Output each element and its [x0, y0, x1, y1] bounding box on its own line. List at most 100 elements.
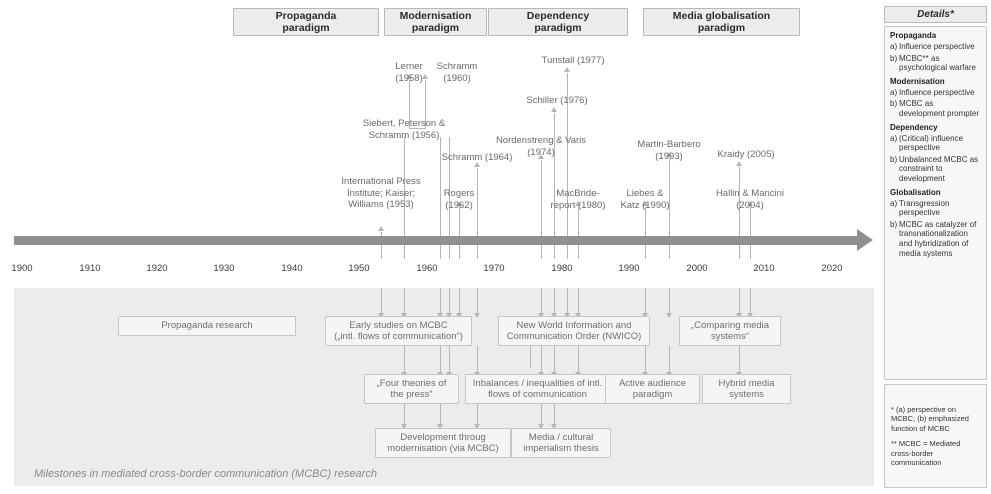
connector-line-12 [645, 207, 646, 259]
connector-arrow-up-8 [575, 201, 581, 206]
details-item-marker: b) [890, 154, 898, 164]
down-connector-arrow-7 [551, 313, 557, 318]
connector-arrow-up-6 [551, 107, 557, 112]
connector-line-4 [440, 137, 441, 259]
pass-through-arrow-12 [474, 424, 480, 429]
pass-through-line-13 [541, 404, 542, 424]
connector-line-6 [459, 207, 460, 259]
pass-through-line-5 [554, 346, 555, 372]
down-connector-arrow-11 [666, 313, 672, 318]
connector-line-15 [739, 167, 740, 259]
details-item-1-0: a)Influence perspective [890, 88, 981, 98]
connector-line-10 [567, 73, 568, 259]
paradigm-box-3: Media globalisation paradigm [643, 8, 800, 36]
paradigm-box-1: Modernisation paradigm [384, 8, 487, 36]
year-label-1950: 1950 [348, 263, 370, 274]
pass-through-line-11 [440, 404, 441, 424]
down-connector-arrow-10 [642, 313, 648, 318]
down-connector-line-10 [645, 288, 646, 313]
down-connector-line-5 [477, 288, 478, 313]
connector-arrow-up-12 [736, 161, 742, 166]
milestone-label-0: International Press Institute; Kaiser; W… [341, 176, 421, 210]
details-item-text: MCBC as catalyzer of transnationalizatio… [899, 219, 977, 258]
details-panel-footnotes: * (a) perspective on MCBC; (b) emphasize… [884, 384, 987, 488]
milestone-label-5: Schramm (1964) [441, 152, 513, 163]
down-connector-line-9 [578, 288, 579, 313]
timeline-axis-arrowhead [857, 229, 873, 251]
down-connector-arrow-13 [747, 313, 753, 318]
connector-arrow-up-11 [747, 201, 753, 206]
pass-through-line-8 [669, 346, 670, 372]
year-label-1980: 1980 [551, 263, 573, 274]
down-connector-arrow-2 [437, 313, 443, 318]
connector-line-9 [554, 113, 555, 259]
connector-line-3 [425, 80, 426, 128]
year-label-2020: 2020 [821, 263, 843, 274]
details-item-1-1: b)MCBC as development prompter [890, 99, 981, 118]
milestone-label-4: Rogers (1962) [443, 188, 475, 211]
milestone-label-12: Hallin & Mancini (2004) [715, 188, 785, 211]
down-connector-line-11 [669, 288, 670, 313]
down-connector-line-0 [381, 288, 382, 313]
pass-through-arrow-10 [401, 424, 407, 429]
details-group-title-3: Globalisation [890, 187, 941, 197]
details-item-text: MCBC** as psychological warfare [899, 53, 976, 73]
down-connector-arrow-6 [538, 313, 544, 318]
concept-box-5: Inbalances / inequalities of intl. flows… [465, 374, 610, 404]
connector-arrow-up-3 [456, 201, 462, 206]
year-label-1990: 1990 [618, 263, 640, 274]
pass-through-line-1 [440, 346, 441, 372]
down-connector-line-1 [404, 288, 405, 313]
paradigm-box-0: Propaganda paradigm [233, 8, 379, 36]
pass-through-line-4 [541, 346, 542, 372]
pass-through-line-2 [449, 346, 450, 372]
milestone-label-9: MacBride- report (1980) [550, 188, 606, 211]
concept-box-7: Hybrid media systems [702, 374, 791, 404]
down-connector-arrow-8 [564, 313, 570, 318]
connector-arrow-up-5 [538, 154, 544, 159]
pass-through-line-3 [477, 346, 478, 372]
down-connector-line-2 [440, 288, 441, 313]
down-connector-arrow-3 [446, 313, 452, 318]
pass-through-line-14 [554, 404, 555, 424]
milestone-label-7: Schiller (1976) [526, 95, 588, 106]
details-item-text: Influence perspective [899, 42, 975, 51]
details-item-3-1: b)MCBC as catalyzer of transnationalizat… [890, 220, 981, 258]
details-item-text: (Critical) influence perspective [899, 133, 964, 153]
milestone-label-6: Nordenstreng & Varis (1974) [495, 135, 587, 158]
details-group-title-0: Propaganda [890, 31, 937, 40]
connector-arrow-up-1 [406, 74, 412, 79]
down-connector-line-4 [459, 288, 460, 313]
connector-arrow-up-4 [474, 162, 480, 167]
year-label-1930: 1930 [213, 263, 235, 274]
pass-through-line-12 [477, 404, 478, 424]
down-connector-arrow-4 [456, 313, 462, 318]
connector-line-13 [669, 158, 670, 259]
details-panel-title: Details* [884, 6, 987, 23]
connector-line-7 [477, 168, 478, 259]
pass-through-arrow-14 [551, 424, 557, 429]
down-connector-line-8 [567, 288, 568, 313]
connector-arrow-up-9 [642, 201, 648, 206]
year-label-2000: 2000 [686, 263, 708, 274]
details-item-2-1: b)Unbalanced MCBC as constraint to devel… [890, 155, 981, 184]
concept-box-9: Media / cultural imperialism thesis [511, 428, 611, 458]
year-label-1900: 1900 [11, 263, 33, 274]
details-item-2-0: a)(Critical) influence perspective [890, 134, 981, 153]
details-item-text: MCBC as development prompter [899, 99, 980, 118]
connector-line-0 [381, 232, 382, 259]
concept-box-1: Early studies on MCBC („intl. flows of c… [325, 316, 472, 346]
year-label-1940: 1940 [281, 263, 303, 274]
details-footnote-1: ** MCBC = Mediated cross-border communic… [891, 439, 961, 468]
details-item-3-0: a)Transgression perspective [890, 199, 981, 218]
details-item-marker: b) [890, 53, 898, 63]
connector-line-2 [409, 80, 410, 128]
pass-through-line-6 [578, 346, 579, 372]
milestone-label-10: Liebes & Katz (1990) [620, 188, 670, 211]
pass-through-line-7 [645, 346, 646, 372]
down-connector-line-13 [750, 288, 751, 313]
details-group-title-2: Dependency [890, 122, 938, 132]
connector-arrow-up-10 [666, 152, 672, 157]
